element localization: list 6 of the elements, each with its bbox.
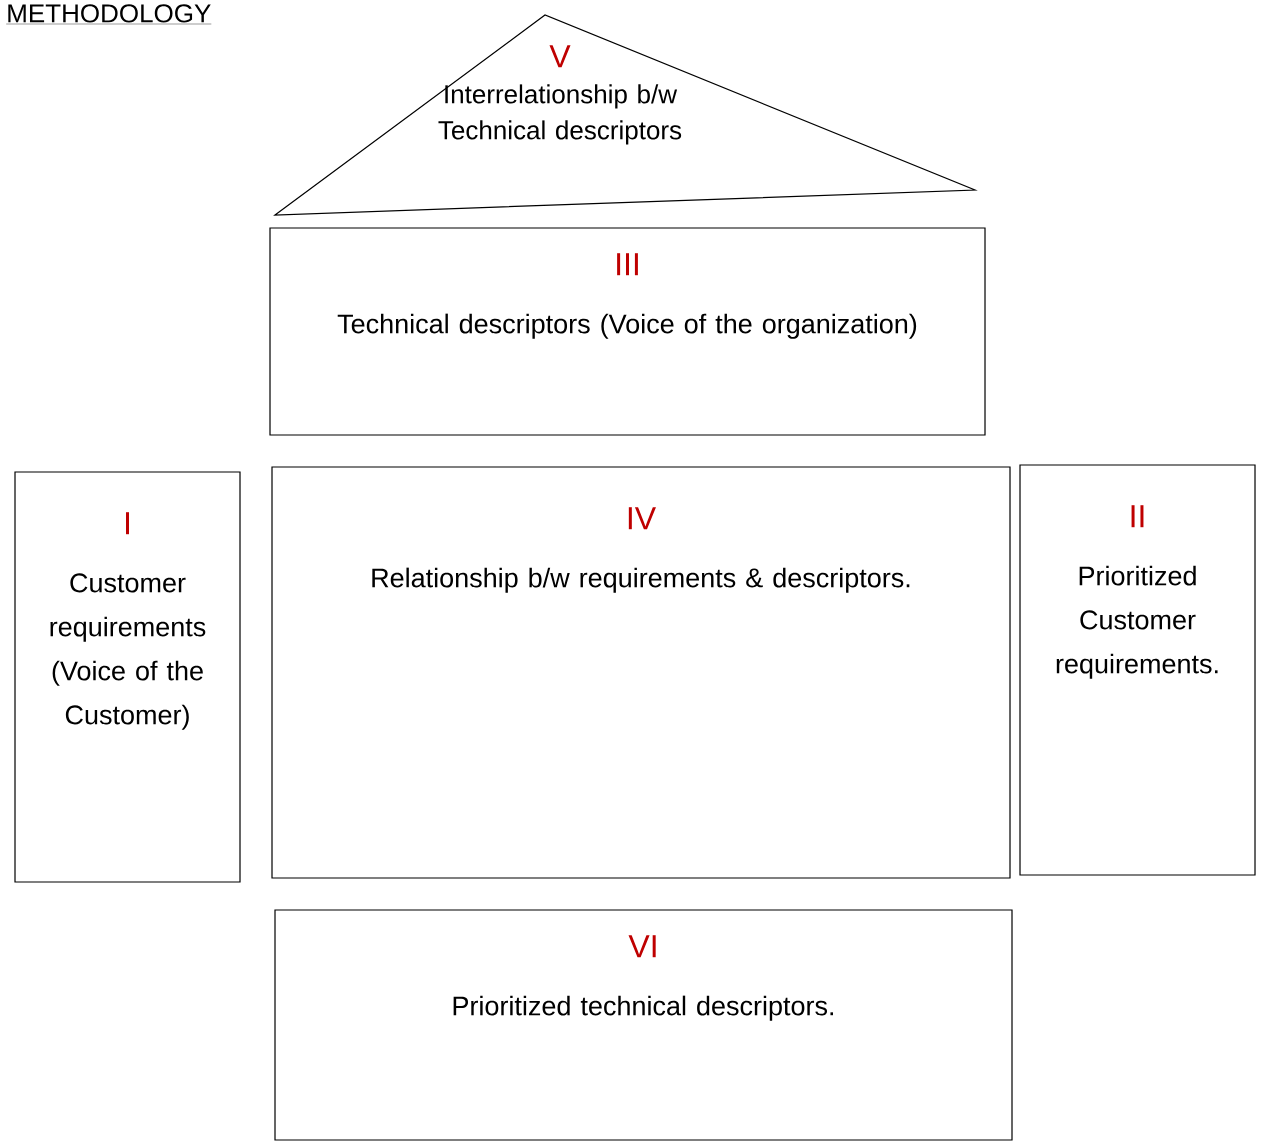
section-box: IV Relationship b/w requirements & descriptors. <box>271 466 1011 879</box>
section-box: I Customer requirements (Voice of the Customer) <box>14 471 241 883</box>
section-box: VI Prioritized technical descriptors. <box>274 909 1013 1141</box>
heading: METHODOLOGY <box>6 4 212 25</box>
section-box: III Technical descriptors (Voice of the organization) <box>269 227 986 436</box>
section-box: II Prioritized Customer requirements. <box>1019 464 1256 876</box>
